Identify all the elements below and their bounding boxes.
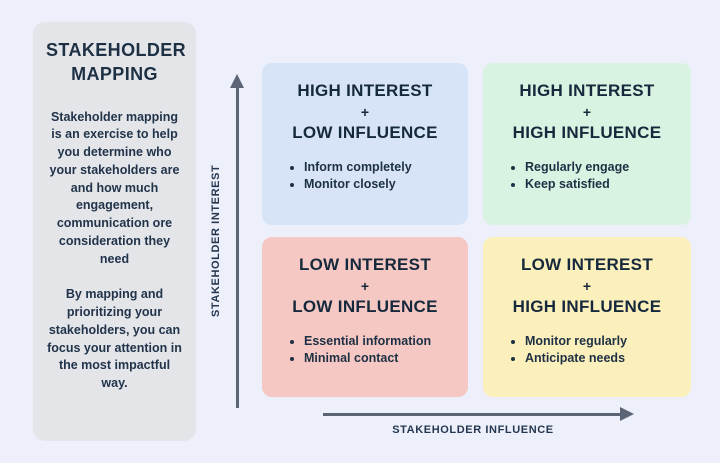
y-axis-label: STAKEHOLDER INTEREST xyxy=(210,164,222,318)
quadrant-low-interest-high-influence: LOW INTEREST + HIGH INFLUENCE Monitor re… xyxy=(483,237,691,397)
bullet-item: Anticipate needs xyxy=(525,350,691,367)
bullet-item: Monitor closely xyxy=(304,176,468,193)
quadrant-title-line1: LOW INTEREST xyxy=(520,255,654,274)
quadrant-grid: HIGH INTEREST + LOW INFLUENCE Inform com… xyxy=(262,63,691,397)
y-axis-line xyxy=(236,86,239,408)
quadrant-title-line2: HIGH INFLUENCE xyxy=(512,123,662,142)
x-axis-line xyxy=(323,413,621,416)
quadrant-title-line1: HIGH INTEREST xyxy=(519,81,655,100)
bullet-item: Essential information xyxy=(304,333,468,350)
plus-sign: + xyxy=(360,104,370,120)
quadrant-title-line2: HIGH INFLUENCE xyxy=(512,297,662,316)
bullet-item: Inform completely xyxy=(304,159,468,176)
plus-sign: + xyxy=(360,278,370,294)
quadrant-bullet-list: Regularly engage Keep satisfied xyxy=(483,159,691,194)
bullet-item: Keep satisfied xyxy=(525,176,691,193)
quadrant-bullet-list: Monitor regularly Anticipate needs xyxy=(483,333,691,368)
bullet-item: Minimal contact xyxy=(304,350,468,367)
plus-sign: + xyxy=(582,278,592,294)
x-axis-arrowhead-icon xyxy=(620,407,634,421)
plus-sign: + xyxy=(582,104,592,120)
quadrant-title-line2: LOW INFLUENCE xyxy=(292,297,438,316)
x-axis-label: STAKEHOLDER INFLUENCE xyxy=(392,424,554,436)
sidebar-description-2: By mapping and prioritizing your stakeho… xyxy=(47,287,182,391)
bullet-item: Monitor regularly xyxy=(525,333,691,350)
quadrant-bullet-list: Inform completely Monitor closely xyxy=(262,159,468,194)
sidebar-description-1: Stakeholder mapping is an exercise to he… xyxy=(49,109,180,266)
quadrant-high-interest-high-influence: HIGH INTEREST + HIGH INFLUENCE Regularly… xyxy=(483,63,691,225)
quadrant-bullet-list: Essential information Minimal contact xyxy=(262,333,468,368)
sidebar: STAKEHOLDER MAPPING Stakeholder mapping … xyxy=(33,22,196,441)
quadrant-title-line1: HIGH INTEREST xyxy=(297,81,433,100)
quadrant-low-interest-low-influence: LOW INTEREST + LOW INFLUENCE Essential i… xyxy=(262,237,468,397)
quadrant-high-interest-low-influence: HIGH INTEREST + LOW INFLUENCE Inform com… xyxy=(262,63,468,225)
bullet-item: Regularly engage xyxy=(525,159,691,176)
y-axis-arrowhead-icon xyxy=(230,74,244,88)
quadrant-title-line1: LOW INTEREST xyxy=(298,255,432,274)
quadrant-title-line2: LOW INFLUENCE xyxy=(292,123,438,142)
page-title: STAKEHOLDER MAPPING xyxy=(46,40,187,85)
